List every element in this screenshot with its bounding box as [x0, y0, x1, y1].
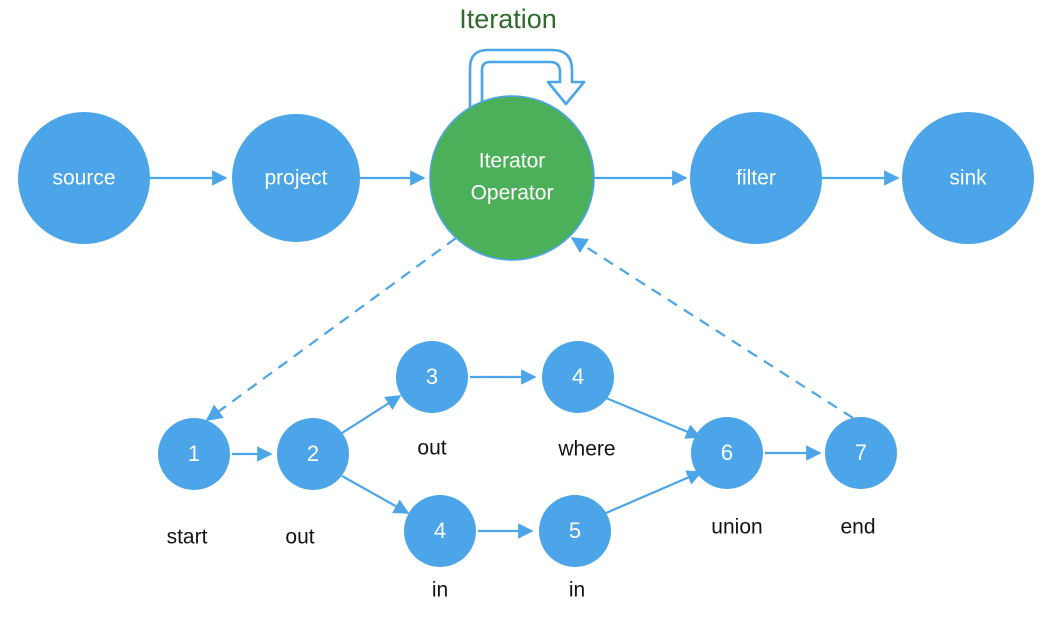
node-sink-label: sink: [949, 167, 987, 190]
edge-n2-n4b: [341, 475, 410, 514]
node-filter[interactable]: filter: [690, 112, 822, 244]
node-n4b-label: 4: [434, 518, 446, 543]
node-n1-label: 1: [188, 441, 200, 466]
node-source[interactable]: source: [18, 112, 150, 244]
node-n2-caption: out: [285, 526, 314, 549]
page-title: Iteration: [459, 4, 557, 34]
iteration-self-loop-arrow: [468, 48, 586, 110]
node-filter-label: filter: [736, 167, 776, 190]
node-n3[interactable]: 3: [396, 341, 468, 413]
node-n2-label: 2: [307, 441, 319, 466]
node-n4a-caption: where: [557, 438, 615, 461]
node-iterator-operator[interactable]: Iterator Operator: [429, 95, 595, 261]
node-n5-caption: in: [569, 579, 585, 602]
node-n4a-label: 4: [572, 364, 584, 389]
node-project-label: project: [264, 167, 327, 190]
node-n6[interactable]: 6: [691, 417, 763, 489]
node-n5-label: 5: [569, 518, 581, 543]
node-n1[interactable]: 1: [158, 418, 230, 490]
node-n7[interactable]: 7: [825, 417, 897, 489]
node-project[interactable]: project: [232, 114, 360, 242]
edge-n2-n3: [341, 395, 402, 434]
node-n4b[interactable]: 4: [404, 495, 476, 567]
node-n2[interactable]: 2: [277, 418, 349, 490]
node-n4b-caption: in: [432, 579, 448, 602]
node-source-label: source: [52, 167, 115, 190]
expansion-links: [205, 237, 854, 421]
edge-n5-n6: [605, 470, 703, 515]
node-n1-caption: start: [167, 526, 208, 549]
dashed-link-end-to-iterator: [570, 237, 854, 419]
node-n7-label: 7: [855, 440, 867, 465]
node-n6-label: 6: [721, 440, 733, 465]
node-n6-caption: union: [711, 516, 762, 539]
node-sink[interactable]: sink: [902, 112, 1034, 244]
subgraph-edges: [232, 369, 822, 539]
node-iterator-label-line1: Iterator: [479, 150, 546, 173]
node-n7-caption: end: [840, 516, 875, 539]
node-n5[interactable]: 5: [539, 495, 611, 567]
edge-n4a-n6: [605, 396, 702, 439]
node-n3-label: 3: [426, 364, 438, 389]
node-n4a[interactable]: 4: [542, 341, 614, 413]
dashed-link-iterator-to-start: [205, 237, 457, 421]
node-iterator-label-line2: Operator: [471, 182, 554, 205]
node-n3-caption: out: [417, 437, 446, 460]
